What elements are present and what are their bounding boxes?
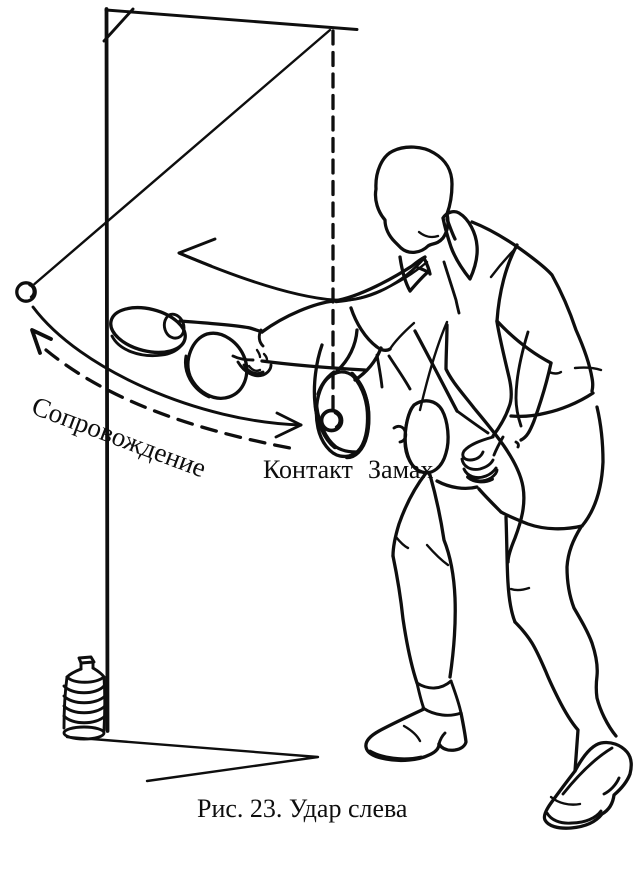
svg-text:Сопровождение: Сопровождение: [28, 391, 210, 484]
svg-text:Замах: Замах: [368, 455, 433, 484]
svg-text:Рис. 23. Удар слева: Рис. 23. Удар слева: [197, 794, 408, 823]
svg-text:Контакт: Контакт: [263, 455, 353, 484]
